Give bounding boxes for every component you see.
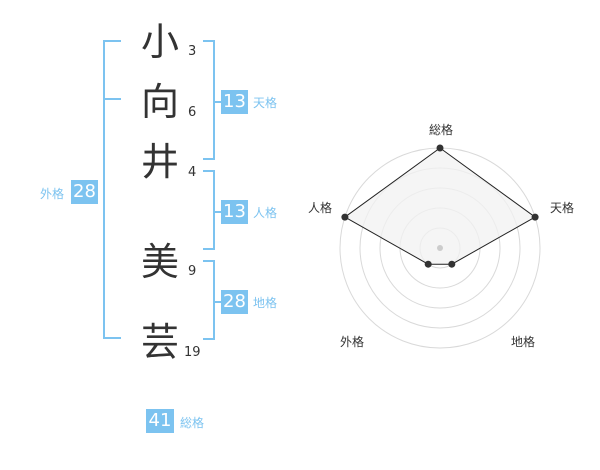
- soukaku-value: 41: [146, 409, 174, 433]
- surname-strokes-1: 3: [188, 44, 197, 59]
- gaikaku-value: 28: [71, 180, 98, 204]
- radar-point-0: [436, 144, 444, 152]
- gaikaku-bracket: [103, 40, 121, 339]
- surname-char-3: 井: [141, 140, 180, 184]
- gaikaku-bracket-tick: [103, 98, 121, 100]
- radar-axis-soukaku: 総格: [429, 122, 453, 137]
- soukaku-label: 総格: [180, 416, 205, 430]
- radar-axis-gaikaku: 外格: [340, 334, 364, 349]
- surname-strokes-3: 4: [188, 165, 197, 180]
- tenkaku-label: 天格: [253, 96, 278, 110]
- gaikaku-label: 外格: [40, 187, 65, 201]
- radar-point-2: [448, 260, 456, 268]
- tenkaku-connector: [215, 101, 222, 103]
- given-strokes-2: 19: [184, 345, 201, 360]
- radar-point-3: [424, 260, 432, 268]
- radar-axis-jinkaku: 人格: [308, 200, 332, 215]
- radar-point-1: [531, 213, 539, 221]
- chikaku-label: 地格: [253, 296, 278, 310]
- given-char-2: 芸: [141, 320, 180, 364]
- surname-strokes-2: 6: [188, 105, 197, 120]
- radar-axis-tenkaku: 天格: [550, 200, 574, 215]
- chikaku-value: 28: [221, 290, 248, 314]
- radar-axis-chikaku: 地格: [511, 334, 535, 349]
- jinkaku-value: 13: [221, 200, 248, 224]
- given-strokes-1: 9: [188, 264, 197, 279]
- jinkaku-label: 人格: [253, 206, 278, 220]
- chikaku-connector: [215, 301, 222, 303]
- radar-center-dot: [437, 245, 443, 251]
- jinkaku-bracket: [203, 170, 215, 250]
- surname-char-2: 向: [141, 80, 180, 124]
- jinkaku-connector: [215, 211, 222, 213]
- tenkaku-value: 13: [221, 90, 248, 114]
- chikaku-bracket: [203, 260, 215, 340]
- radar-value-polygon: [343, 147, 537, 265]
- tenkaku-bracket: [203, 40, 215, 160]
- given-char-1: 美: [141, 240, 180, 284]
- radar-point-4: [341, 213, 349, 221]
- surname-char-1: 小: [141, 20, 180, 64]
